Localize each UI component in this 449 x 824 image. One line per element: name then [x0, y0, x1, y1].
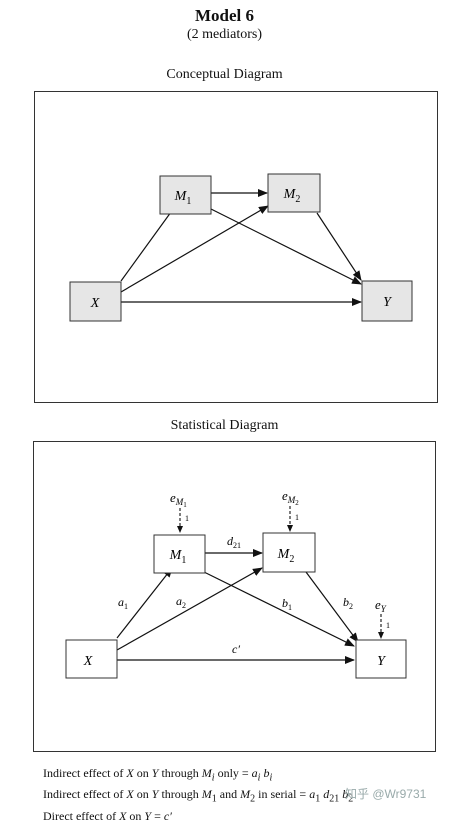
stat-node-x-label: X: [83, 654, 93, 669]
node-x-box: [69, 281, 122, 322]
conceptual-diagram-svg: X M1 M2 Y: [69, 173, 413, 322]
node-m1-label: M1: [174, 189, 192, 207]
stat-node-y-box: [355, 639, 407, 679]
conceptual-diagram-heading: Conceptual Diagram: [166, 67, 283, 82]
effect-definitions: Indirect effect of X on Y through Mi onl…: [43, 765, 353, 824]
statistical-diagram-heading: Statistical Diagram: [170, 418, 279, 433]
path-m2-to-y: [305, 571, 359, 643]
path-label-c-prime: c′: [232, 642, 240, 656]
path-x-to-m2: [116, 567, 263, 651]
node-x-label: X: [90, 296, 100, 311]
node-m1-box: [159, 175, 212, 215]
path-label-b1: b1: [282, 596, 292, 612]
error-m2-weight: 1: [295, 513, 299, 522]
stat-node-m2-box: [262, 532, 316, 573]
statistical-diagram-svg: eM1 1 eM2 1 eY 1 a1 a2 d21 b1 b2 c′ X M1…: [65, 488, 407, 679]
path-label-a1: a1: [118, 595, 128, 611]
conceptual-diagram-panel: X M1 M2 Y: [34, 91, 438, 403]
footnote-indirect-serial: Indirect effect of X on Y through M1 and…: [43, 787, 354, 805]
error-m1-label: eM1: [170, 490, 187, 509]
footnote-direct: Direct effect of X on Y = c′: [43, 808, 172, 823]
path-m1-to-y: [203, 571, 355, 647]
error-y-label: eY: [375, 597, 387, 614]
error-y-weight: 1: [386, 621, 390, 630]
path-label-b2: b2: [343, 595, 353, 611]
stat-node-m1-box: [153, 534, 206, 574]
arrow-x-to-m2: [120, 205, 269, 293]
node-m2-label: M2: [283, 187, 301, 205]
model-title: Model 6: [194, 6, 255, 25]
arrow-m1-to-y: [210, 208, 362, 285]
statistical-diagram-panel: eM1 1 eM2 1 eY 1 a1 a2 d21 b1 b2 c′ X M1…: [33, 441, 436, 752]
path-label-a2: a2: [176, 594, 186, 610]
node-m2-box: [267, 173, 321, 213]
error-m2-label: eM2: [282, 488, 299, 507]
stat-node-m2-label: M2: [277, 547, 295, 565]
error-m1-weight: 1: [185, 514, 189, 523]
stat-node-y-label: Y: [377, 654, 387, 669]
watermark: 知乎 @Wr9731: [345, 787, 427, 801]
path-label-d21: d21: [227, 534, 241, 550]
node-y-box: [361, 280, 413, 322]
node-y-label: Y: [383, 295, 393, 310]
model-subtitle: (2 mediators): [186, 27, 263, 42]
stat-node-m1-label: M1: [169, 548, 187, 566]
footnote-indirect-single: Indirect effect of X on Y through Mi onl…: [43, 766, 273, 784]
path-x-to-m1: [116, 567, 173, 639]
stat-node-x-box: [65, 639, 118, 679]
arrow-m2-to-y: [316, 212, 362, 281]
